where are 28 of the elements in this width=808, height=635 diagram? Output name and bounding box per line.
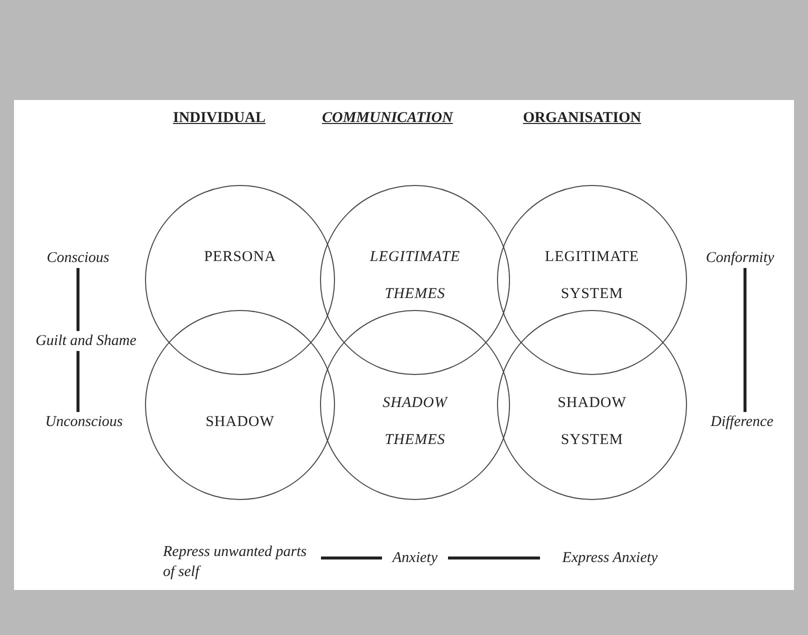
circle: [145, 310, 335, 500]
connector-line: [76, 268, 80, 331]
circle-label: PERSONA: [203, 248, 277, 267]
scale-label: Anxiety: [382, 548, 448, 568]
scale-label: Repress unwanted parts of self: [163, 542, 313, 582]
scale-label: Conscious: [38, 248, 118, 268]
scale-label: Difference: [697, 412, 787, 432]
connector-line: [321, 556, 382, 560]
circle: [320, 310, 510, 500]
circle: [145, 185, 335, 375]
circle-label: SHADOW SYSTEM: [556, 394, 628, 450]
scale-label: Conformity: [692, 248, 788, 268]
column-heading: ORGANISATION: [523, 110, 642, 127]
column-heading: COMMUNICATION: [322, 110, 453, 127]
circle-label: SHADOW THEMES: [382, 394, 449, 450]
scale-label: Express Anxiety: [540, 548, 680, 568]
scale-label: Unconscious: [30, 412, 138, 432]
connector-line: [76, 351, 80, 412]
circle-label: SHADOW: [204, 412, 276, 432]
circle: [497, 185, 687, 375]
circle-label: LEGITIMATE THEMES: [368, 248, 462, 304]
circle: [497, 310, 687, 500]
column-heading: INDIVIDUAL: [173, 110, 266, 127]
connector-line: [448, 556, 540, 560]
scale-label: Guilt and Shame: [18, 331, 154, 351]
circle: [320, 185, 510, 375]
connector-line: [744, 268, 746, 412]
circle-label: LEGITIMATE SYSTEM: [544, 248, 640, 304]
